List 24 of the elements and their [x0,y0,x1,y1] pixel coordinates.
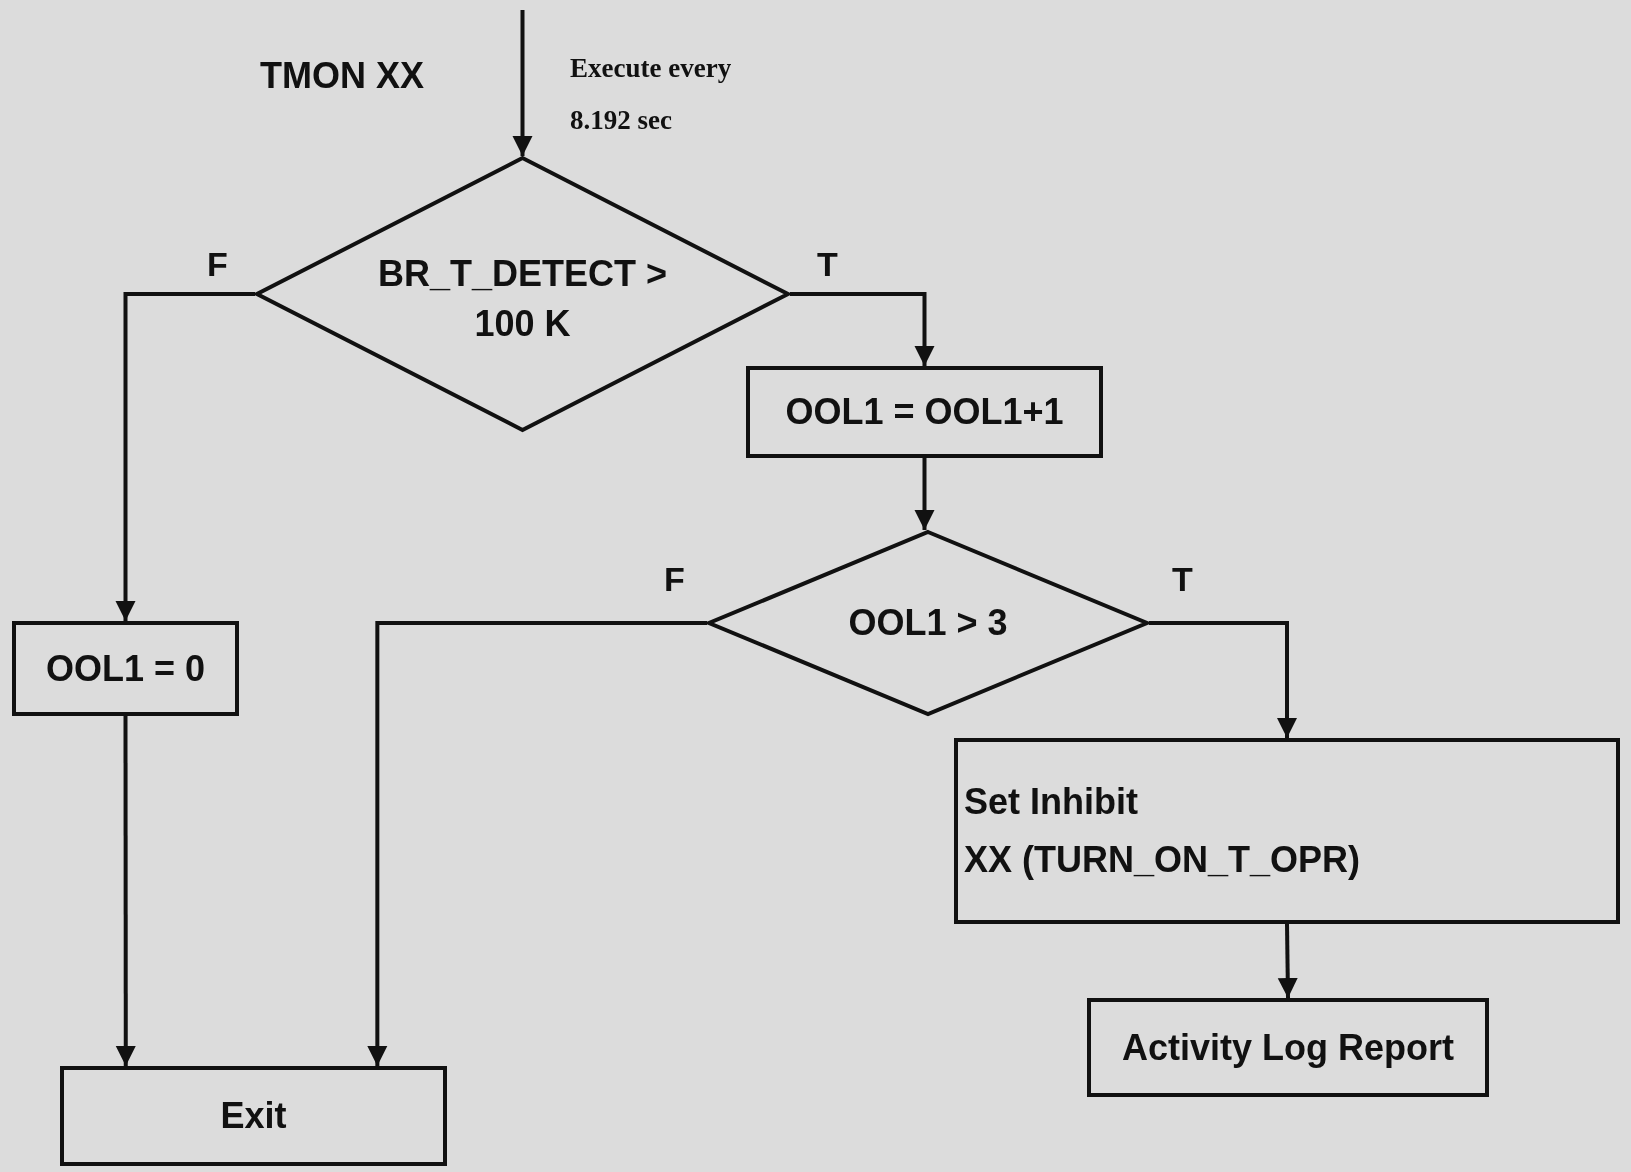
process-box [746,366,1103,458]
node-text: XX (TURN_ON_T_OPR) [964,839,1361,881]
arrow [115,716,136,1066]
arrow [790,292,935,366]
node-text: OOL1 = 0 [45,647,206,690]
node-text: Exit [220,1095,287,1137]
node-text: OOL1 = OOL1+1 [785,391,1064,433]
node-text: OOL1 > 3 [848,602,1008,644]
arrow [367,621,707,1066]
arrow [1277,923,1298,999]
node-text: Set Inhibit [964,781,1138,823]
node-text: BR_T_DETECT > 100 K [376,252,669,346]
terminal-box [60,1066,447,1166]
procedure-name: TMON XX [260,55,424,97]
note-text: Execute every 8.192 sec [570,52,733,137]
process-box [954,738,1620,924]
process-box [12,621,239,716]
arrow [914,458,935,530]
arrow [115,292,255,621]
arrow [512,10,533,156]
process-box [1087,998,1489,1097]
decision-diamond [707,530,1149,716]
node-text: Activity Log Report [1122,1026,1454,1069]
arrow [1149,621,1297,738]
